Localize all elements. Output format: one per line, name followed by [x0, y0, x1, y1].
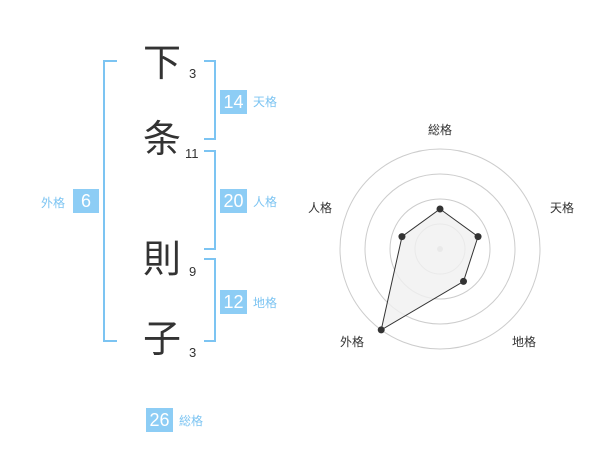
chikaku-bracket [204, 258, 216, 342]
tenkaku-value: 14 [220, 90, 247, 114]
soukaku-label: 総格 [179, 414, 204, 428]
tenkaku-label: 天格 [253, 95, 278, 109]
radar-point-4 [398, 233, 406, 241]
gaikaku-value: 6 [73, 189, 99, 213]
name-char-1: 下 [143, 41, 182, 85]
soukaku-value: 26 [146, 408, 173, 432]
radar-point-1 [474, 233, 482, 241]
stroke-count-1: 3 [189, 66, 197, 81]
radar-axis-label-gaikaku: 外格 [340, 335, 365, 349]
jinkaku-bracket [204, 150, 216, 250]
stroke-count-3: 9 [189, 264, 197, 279]
radar-axis-label-tenkaku: 天格 [550, 201, 575, 215]
name-char-3: 則 [143, 237, 182, 281]
stroke-count-2: 11 [185, 146, 199, 161]
name-char-4: 子 [143, 317, 182, 361]
gaikaku-bracket [103, 60, 117, 342]
tenkaku-bracket [204, 60, 216, 140]
jinkaku-value: 20 [220, 189, 247, 213]
radar-point-2 [460, 277, 468, 285]
jinkaku-label: 人格 [253, 195, 278, 209]
gaikaku-label: 外格 [41, 196, 66, 210]
radar-ring-3 [364, 173, 516, 325]
chikaku-label: 地格 [253, 296, 278, 310]
radar-axis-label-chikaku: 地格 [512, 335, 537, 349]
radar-polygon [380, 208, 479, 331]
stroke-count-4: 3 [189, 345, 197, 360]
radar-axis-label-soukaku: 総格 [428, 123, 453, 137]
name-char-2: 条 [143, 117, 182, 161]
radar-point-0 [436, 205, 444, 213]
radar-ring-4 [339, 148, 541, 350]
radar-axis-label-jinkaku: 人格 [308, 201, 333, 215]
radar-point-3 [377, 326, 385, 334]
chikaku-value: 12 [220, 290, 247, 314]
radar-ring-2 [389, 198, 491, 300]
